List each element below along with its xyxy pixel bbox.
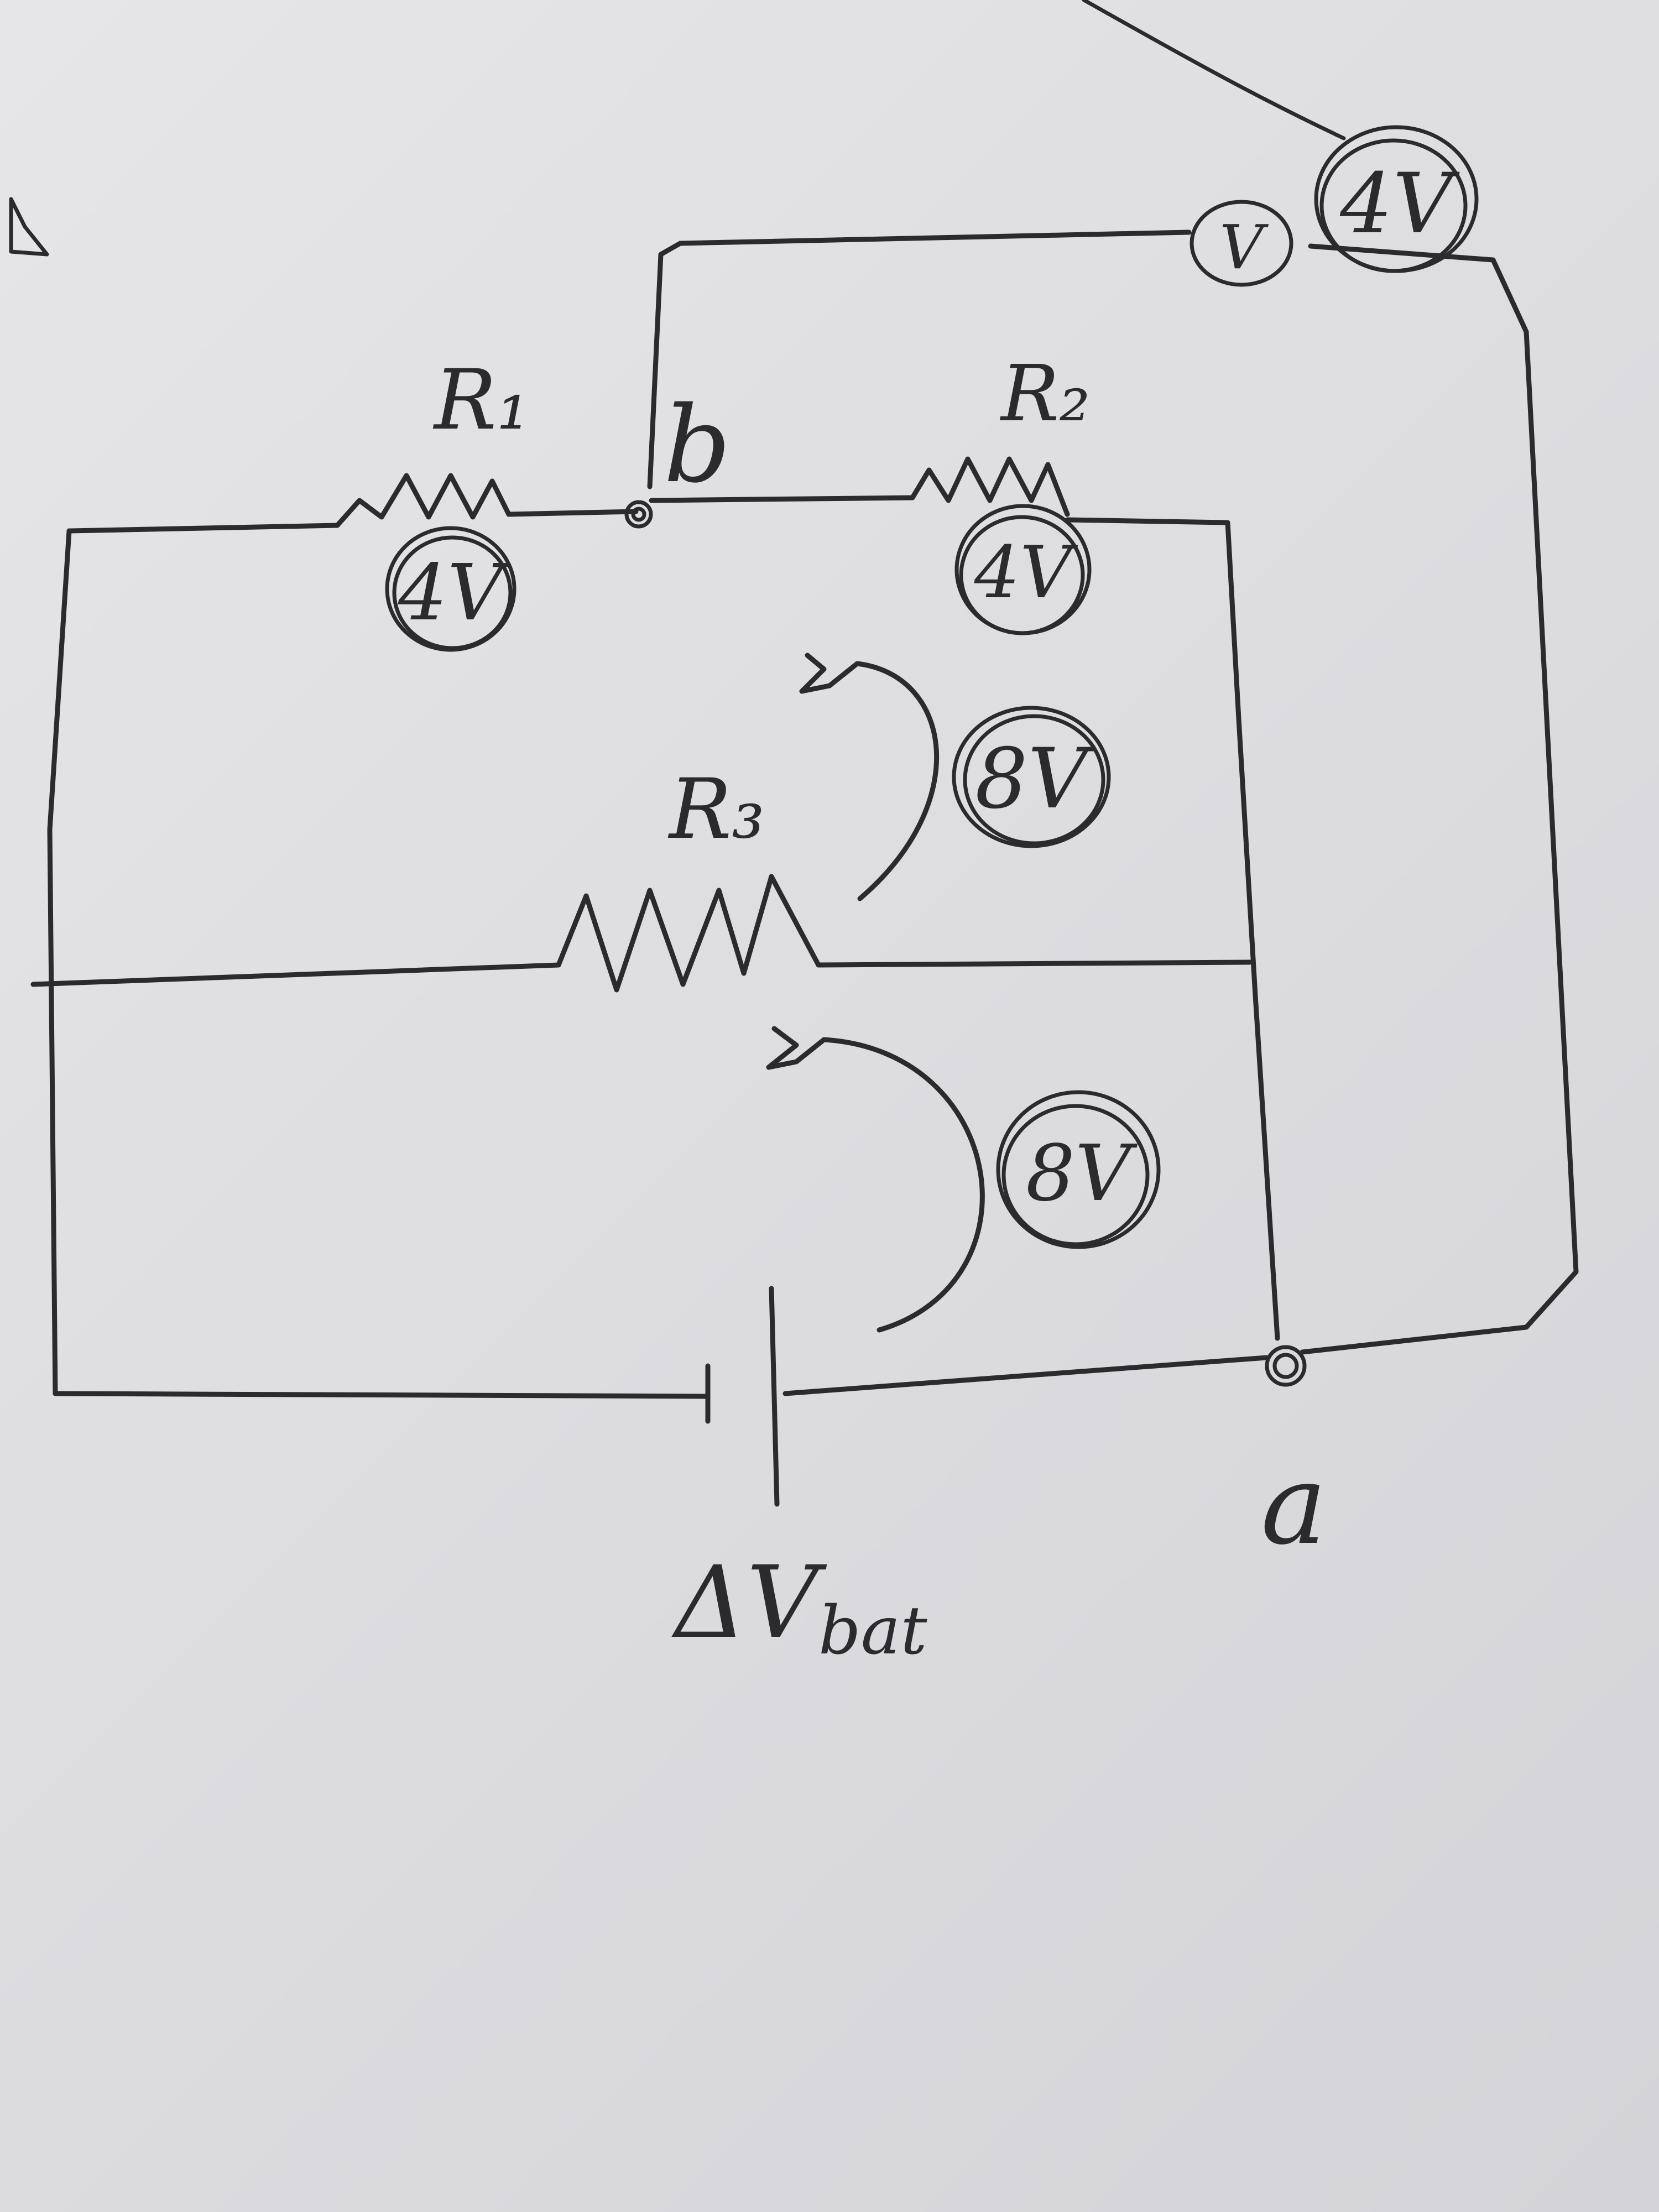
label-battery: ΔVbat (671, 1545, 927, 1670)
voltage-badge-loop-lower: 8V (996, 1090, 1161, 1249)
resistor-r2 (910, 456, 1070, 517)
voltmeter (1190, 200, 1293, 287)
resistor-r3 (556, 874, 821, 993)
wire-r3-left (30, 962, 561, 987)
voltage-badge-r1: 4V (385, 526, 517, 652)
probe-lead (1082, 0, 1346, 140)
corner-mark-icon (9, 197, 49, 257)
voltmeter-reading: 4V (1339, 156, 1460, 252)
label-node-b: b (664, 384, 731, 506)
wire-left-side (47, 528, 72, 1396)
label-r1: R₁ (432, 352, 530, 448)
voltage-label-r2: 4V (974, 530, 1078, 614)
voltmeter-label: V (1219, 212, 1269, 283)
wire-r1-to-b (506, 509, 639, 517)
wire-r3-right (816, 959, 1253, 968)
battery-symbol (705, 1286, 1269, 1507)
wire-b-to-r2 (649, 495, 915, 503)
label-node-a: a (1261, 1441, 1327, 1569)
voltage-label-loop-upper: 8V (975, 731, 1095, 827)
wire-top-left (66, 523, 340, 534)
voltage-badge-r2: 4V (954, 504, 1092, 635)
wire-right-lower (1253, 993, 1280, 1341)
node-b (624, 500, 653, 529)
voltmeter-wire-right (1300, 243, 1579, 1355)
voltage-badge-voltmeter: 4V (1314, 125, 1479, 273)
node-a (1265, 1345, 1307, 1387)
wire-bottom-left (53, 1391, 711, 1399)
voltage-label-loop-lower: 8V (1026, 1129, 1138, 1219)
loop-arrow-upper (799, 653, 940, 901)
label-r3: R₃ (667, 761, 765, 858)
label-r2: R₂ (999, 349, 1091, 439)
voltage-label-r1: 4V (398, 548, 510, 638)
voltmeter-wire-left (647, 229, 1192, 489)
voltage-badge-loop-upper: 8V (952, 706, 1111, 848)
resistor-r1 (335, 473, 512, 528)
wire-r2-to-right (1065, 517, 1258, 998)
loop-arrow-lower (766, 1026, 985, 1333)
